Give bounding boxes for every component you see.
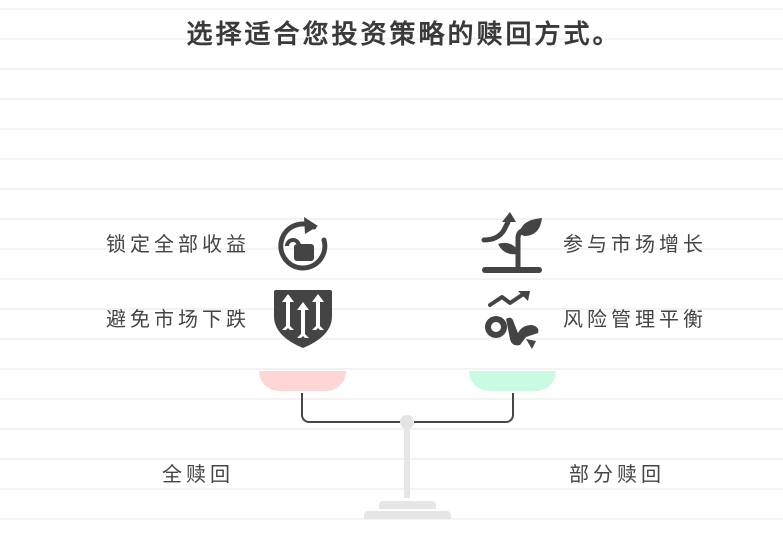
plant-growth-icon (480, 210, 546, 276)
left-item-label-1: 锁定全部收益 (106, 232, 250, 256)
left-item-label-2: 避免市场下跌 (106, 307, 250, 331)
page-title: 选择适合您投资策略的赎回方式。 (186, 20, 622, 50)
left-beam (301, 393, 403, 423)
right-item-label-2: 风险管理平衡 (563, 307, 707, 331)
left-pan (259, 371, 346, 391)
right-pan (469, 371, 556, 391)
right-item-label-1: 参与市场增长 (563, 232, 707, 256)
risk-balance-icon (482, 289, 544, 351)
stand-stem (404, 429, 410, 498)
stand-base-bottom (364, 511, 451, 519)
shield-arrows-icon (272, 288, 334, 350)
unlock-refresh-icon (274, 214, 332, 274)
right-beam (414, 393, 514, 423)
right-caption: 部分赎回 (569, 462, 665, 486)
pivot (400, 415, 414, 429)
stand-base-top (379, 501, 436, 509)
left-caption: 全赎回 (162, 462, 234, 486)
